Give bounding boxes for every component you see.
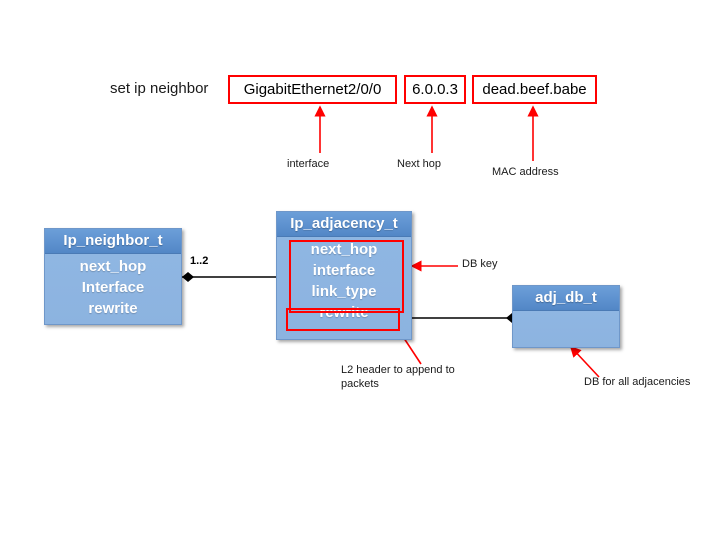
callout-label-mac-address: MAC address: [492, 166, 559, 178]
callout-label-interface: interface: [287, 158, 330, 170]
class-attribute: link_type: [311, 283, 377, 300]
class-attribute: next_hop: [310, 241, 378, 258]
annotation-l2-header: L2 header to append to packets: [341, 363, 476, 391]
command-prefix-label: set ip neighbor: [110, 80, 209, 97]
annotation-l2-header-line2: packets: [341, 378, 379, 390]
class-title-ip-neighbor: Ip_neighbor_t: [45, 229, 181, 254]
class-box-ip-neighbor[interactable]: Ip_neighbor_t next_hop Interface rewrite: [44, 228, 182, 325]
multiplicity-label: 1..2: [190, 255, 209, 267]
annotation-db-all-adjacencies: DB for all adjacencies: [584, 376, 691, 388]
highlight-rect-rewrite: [286, 308, 400, 331]
highlight-rect-db-key: [289, 240, 404, 313]
command-field-next-hop[interactable]: 6.0.0.3: [404, 75, 466, 104]
class-body-ip-neighbor: next_hop Interface rewrite: [45, 254, 181, 324]
class-attribute: rewrite: [88, 300, 138, 317]
annotation-l2-header-line1: L2 header to append to: [341, 364, 455, 376]
class-box-adj-db[interactable]: adj_db_t: [512, 285, 620, 348]
class-body-adj-db: [513, 311, 619, 347]
command-field-interface[interactable]: GigabitEthernet2/0/0: [228, 75, 397, 104]
class-attribute: Interface: [81, 279, 145, 296]
db-all-adjacencies-arrow: [569, 345, 600, 378]
annotation-db-key: DB key: [462, 258, 498, 270]
command-field-mac-address[interactable]: dead.beef.babe: [472, 75, 597, 104]
aggregation-diamond-neighbor: [182, 272, 194, 282]
callout-label-next-hop: Next hop: [397, 158, 442, 170]
class-title-adj-db: adj_db_t: [513, 286, 619, 311]
class-attribute: interface: [312, 262, 376, 279]
class-attribute: next_hop: [79, 258, 147, 275]
class-title-ip-adjacency: Ip_adjacency_t: [277, 212, 411, 237]
class-box-ip-adjacency[interactable]: Ip_adjacency_t next_hop interface link_t…: [276, 211, 412, 340]
